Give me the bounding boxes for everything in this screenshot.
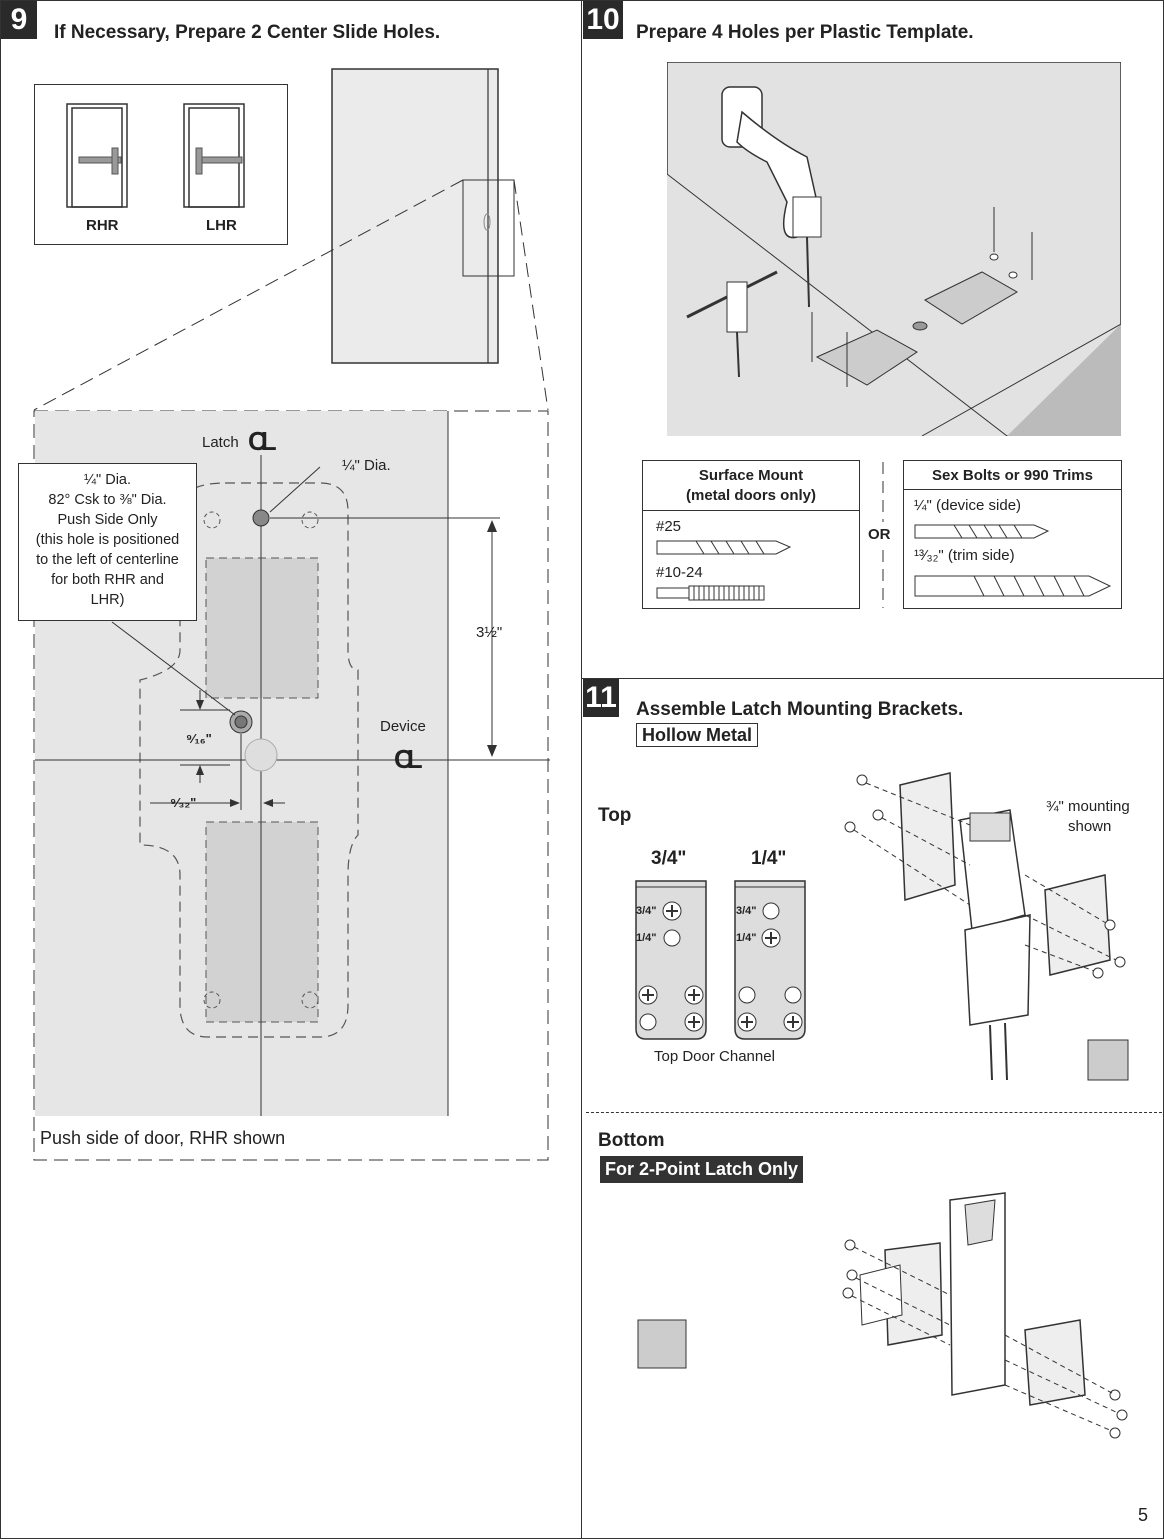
sex-bolts-box — [903, 460, 1122, 609]
top-bracket-assembly — [844, 772, 1129, 1081]
channel-plate-3-4 — [635, 880, 707, 1040]
mounting-note-line-2: shown — [1068, 818, 1112, 835]
countersink-callout: ¼" Dia. 82° Csk to ⅜" Dia. Push Side Onl… — [18, 463, 197, 621]
or-divider — [882, 462, 884, 608]
step-11-title: Assemble Latch Mounting Brackets. — [636, 699, 964, 720]
plate-a-hole-1-4: 1/4" — [636, 932, 657, 944]
column-1-4-label: 1/4" — [751, 848, 787, 869]
plate-a-hole-3-4: 3/4" — [636, 905, 657, 917]
surface-mount-head-divider — [642, 510, 860, 511]
drill-bit-device-icon — [914, 524, 1050, 539]
callout-line: 82° Csk to ⅜" Dia. — [48, 492, 167, 508]
dimension-3-5: 3½" — [476, 624, 503, 641]
step-10-title: Prepare 4 Holes per Plastic Template. — [636, 22, 974, 43]
tap-size-10-24: #10-24 — [656, 564, 703, 581]
bottom-bracket-assembly — [637, 1192, 1128, 1439]
section-divider — [582, 678, 1164, 679]
quarter-dia-label: ¼" Dia. — [342, 457, 391, 474]
callout-line: ¼" Dia. — [83, 472, 132, 488]
surface-mount-subheading: (metal doors only) — [685, 487, 816, 504]
surface-mount-box — [642, 460, 860, 609]
device-label: Device — [380, 718, 426, 735]
dimension-9-16: ⁹⁄₁₆" — [186, 731, 212, 746]
step-10-number: 10 — [583, 1, 623, 39]
drill-size-25: #25 — [656, 518, 682, 535]
sex-bolts-head-divider — [903, 489, 1122, 490]
drill-bit-icon — [656, 540, 792, 555]
step-9-title: If Necessary, Prepare 2 Center Slide Hol… — [54, 22, 441, 43]
lhr-label: LHR — [206, 217, 237, 234]
door-overview-illustration — [33, 68, 549, 411]
latch-label: Latch — [202, 434, 239, 451]
top-bottom-divider — [586, 1112, 1162, 1113]
callout-line: LHR) — [90, 592, 125, 608]
plate-b-hole-3-4: 3/4" — [736, 905, 757, 917]
two-point-latch-tag: For 2-Point Latch Only — [600, 1156, 804, 1183]
hollow-metal-tag: Hollow Metal — [636, 723, 759, 747]
surface-mount-heading: Surface Mount — [698, 467, 804, 484]
channel-plate-1-4 — [734, 880, 806, 1040]
drilling-illustration — [667, 62, 1121, 436]
device-side-drill: ¼" (device side) — [914, 497, 1022, 514]
callout-line: Push Side Only — [57, 512, 158, 528]
step-11-number: 11 — [583, 679, 619, 717]
mounting-note-line-1: ¾" mounting — [1046, 798, 1130, 815]
rhr-label: RHR — [86, 217, 119, 234]
tap-icon — [656, 585, 765, 601]
plate-b-hole-1-4: 1/4" — [736, 932, 757, 944]
trim-side-drill: ¹³⁄₃₂" (trim side) — [914, 547, 1015, 564]
drill-bit-trim-icon — [914, 575, 1112, 597]
column-divider — [581, 0, 582, 1539]
page-number: 5 — [1138, 1505, 1149, 1525]
top-label: Top — [598, 805, 632, 826]
device-centerline-symbol: CL — [394, 744, 423, 774]
template-caption: Push side of door, RHR shown — [40, 1128, 286, 1148]
callout-line: to the left of centerline — [36, 552, 179, 568]
step-9-number: 9 — [1, 1, 37, 39]
top-door-channel-caption: Top Door Channel — [654, 1048, 775, 1065]
column-3-4-label: 3/4" — [651, 848, 687, 869]
latch-centerline-symbol: CL — [248, 426, 277, 456]
handing-box — [34, 84, 288, 245]
bottom-label: Bottom — [598, 1130, 665, 1151]
door-handing-illustration — [66, 103, 245, 208]
dimension-9-32: ⁹⁄₃₂" — [170, 795, 197, 810]
sex-bolts-heading: Sex Bolts or 990 Trims — [932, 467, 1093, 484]
callout-line: for both RHR and — [51, 572, 164, 588]
callout-line: (this hole is positioned — [35, 532, 180, 548]
or-label: OR — [868, 526, 891, 543]
